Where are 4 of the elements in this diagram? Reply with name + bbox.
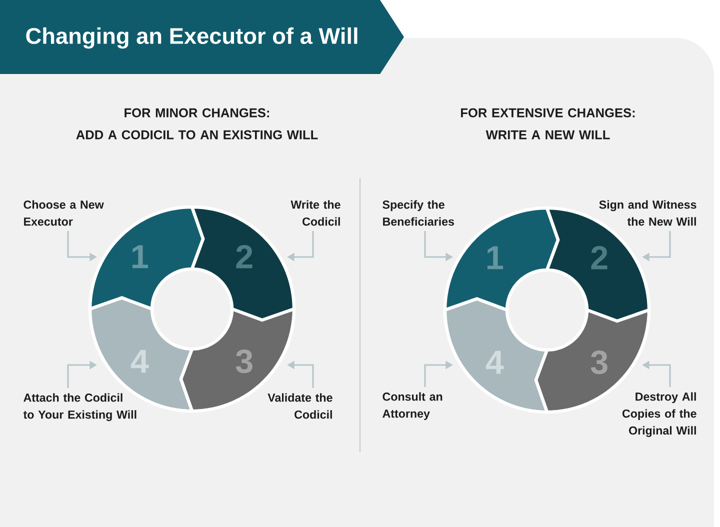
section-heading: FOR EXTENSIVE CHANGES: WRITE A NEW WILL [461,108,635,140]
step-label: Consult an Attorney [382,392,442,420]
section-heading: FOR MINOR CHANGES: ADD A CODICIL TO AN EXISTING WILL [76,108,318,140]
title-banner: Changing an Executor of a Will [0,0,404,74]
